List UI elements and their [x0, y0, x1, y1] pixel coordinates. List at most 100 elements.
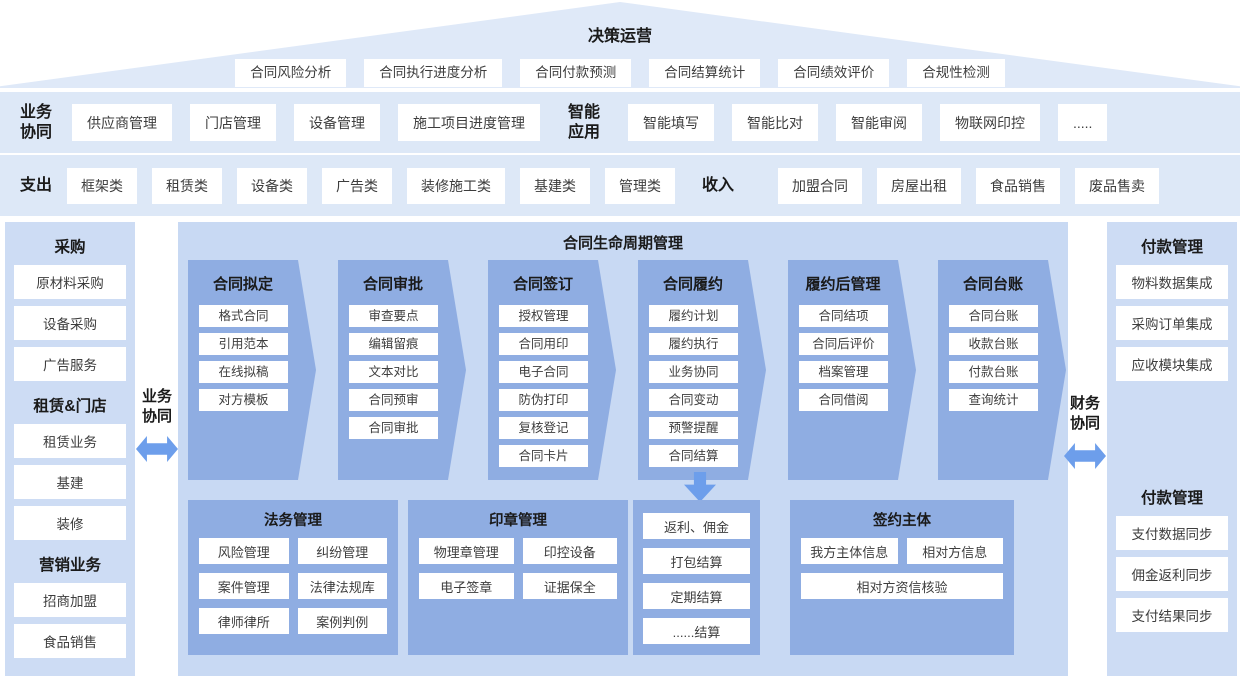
smart-app-box: 物联网印控 [940, 104, 1040, 141]
income-box: 房屋出租 [877, 167, 962, 204]
legal-box: 法律法规库 [297, 573, 387, 599]
sidebar-section: 付款管理 支付数据同步佣金返利同步支付结果同步 [1107, 473, 1237, 632]
stage-title: 合同履约 [662, 276, 723, 293]
stage-box: 履约执行 [649, 333, 738, 355]
decision-box: 合同付款预测 [520, 59, 632, 87]
decision-box: 合同结算统计 [649, 59, 761, 87]
smart-apps-label: 智能应用 [568, 103, 601, 141]
seal-management-box: 印章管理 物理章管理印控设备电子签章证据保全 [408, 500, 628, 655]
signing-entity-box: 签约主体 我方主体信息相对方信息相对方资信核验 [790, 500, 1014, 655]
sidebar-section: 营销业务 招商加盟食品销售 [5, 547, 135, 658]
connector-label: 业务协同 [141, 388, 172, 425]
stage-title: 履约后管理 [805, 276, 881, 293]
purchase-side-panel: 采购 原材料采购设备采购广告服务 租赁&门店 租赁业务基建装修 营销业务 招商加… [5, 222, 135, 676]
stage-box: 审查要点 [349, 305, 438, 327]
settlement-item-box: 返利、佣金 [643, 513, 750, 539]
stage-box: 在线拟稿 [199, 361, 288, 383]
section-title: 租赁&门店 [33, 398, 107, 415]
section-title: 付款管理 [1140, 239, 1203, 256]
collaboration-band: 业务协同 供应商管理门店管理设备管理施工项目进度管理 智能应用 智能填写智能比对… [0, 92, 1240, 153]
section-title: 营销业务 [38, 557, 101, 574]
category-band: 支出 框架类租赁类设备类广告类装修施工类基建类管理类 收入 加盟合同房屋出租食品… [0, 155, 1240, 216]
sidebar-section: 租赁&门店 租赁业务基建装修 [5, 388, 135, 540]
sidebar-box: 装修 [14, 506, 126, 540]
stage-drafting: 合同拟定 格式合同引用范本在线拟稿对方模板 [188, 260, 316, 480]
sidebar-box: 采购订单集成 [1116, 306, 1228, 340]
seal-box: 印控设备 [522, 538, 617, 564]
stage-box: 合同用印 [499, 333, 588, 355]
section-title: 付款管理 [1140, 490, 1203, 507]
box-title: 印章管理 [489, 513, 547, 529]
stage-box: 查询统计 [949, 389, 1038, 411]
finance-collab-connector: 财务协同 [1063, 394, 1107, 469]
sidebar-box: 物料数据集成 [1116, 265, 1228, 299]
stage-title: 合同签订 [512, 276, 573, 293]
stage-box: 合同借阅 [799, 389, 888, 411]
expense-box: 广告类 [322, 167, 393, 204]
sidebar-box: 支付数据同步 [1116, 516, 1228, 550]
stage-box: 复核登记 [499, 417, 588, 439]
stage-box: 业务协同 [649, 361, 738, 383]
stage-box: 格式合同 [199, 305, 288, 327]
stage-box: 编辑留痕 [349, 333, 438, 355]
stage-box: 对方模板 [199, 389, 288, 411]
double-arrow-icon [136, 436, 178, 462]
signing-box: 相对方信息 [906, 538, 1003, 564]
collab-box: 门店管理 [190, 104, 276, 141]
collab-box: 施工项目进度管理 [398, 104, 540, 141]
legal-box: 风险管理 [199, 538, 289, 564]
section-title: 采购 [54, 239, 86, 256]
income-box: 食品销售 [976, 167, 1061, 204]
legal-management-box: 法务管理 风险管理纠纷管理案件管理法律法规库律师律所案例判例 [188, 500, 398, 655]
lifecycle-title: 合同生命周期管理 [562, 235, 683, 252]
sidebar-box: 支付结果同步 [1116, 598, 1228, 632]
expense-label: 支出 [20, 176, 53, 194]
stage-box: 履约计划 [649, 305, 738, 327]
smart-app-box: 智能审阅 [836, 104, 922, 141]
stage-box: 合同卡片 [499, 445, 588, 467]
sidebar-box: 基建 [14, 465, 126, 499]
expense-box: 框架类 [67, 167, 138, 204]
stage-title: 合同审批 [362, 276, 423, 293]
expense-boxes: 框架类租赁类设备类广告类装修施工类基建类管理类 [52, 167, 676, 204]
sidebar-box: 原材料采购 [14, 265, 126, 299]
stage-title: 合同台账 [962, 276, 1023, 293]
decision-box: 合规性检测 [907, 59, 1005, 87]
stage-signing: 合同签订 授权管理合同用印电子合同防伪打印复核登记合同卡片 [488, 260, 616, 480]
stage-box: 电子合同 [499, 361, 588, 383]
sidebar-box: 广告服务 [14, 347, 126, 381]
seal-box: 证据保全 [522, 573, 617, 599]
sidebar-box: 租赁业务 [14, 424, 126, 458]
sidebar-section: 采购 原材料采购设备采购广告服务 [5, 222, 135, 381]
decision-item-row: 合同风险分析合同执行进度分析合同付款预测合同结算统计合同绩效评价合规性检测 [0, 59, 1240, 87]
stage-post-performance: 履约后管理 合同结项合同后评价档案管理合同借阅 [788, 260, 916, 480]
stage-box: 合同审批 [349, 417, 438, 439]
sidebar-box: 应收模块集成 [1116, 347, 1228, 381]
stage-box: 合同结项 [799, 305, 888, 327]
sidebar-section: 付款管理 物料数据集成采购订单集成应收模块集成 [1107, 222, 1237, 381]
stage-box: 授权管理 [499, 305, 588, 327]
decision-box: 合同绩效评价 [778, 59, 890, 87]
collab-business-boxes: 供应商管理门店管理设备管理施工项目进度管理 [54, 104, 540, 141]
collab-box: 设备管理 [294, 104, 380, 141]
stage-box: 付款台账 [949, 361, 1038, 383]
business-collab-connector: 业务协同 [135, 387, 179, 462]
legal-box: 律师律所 [199, 608, 289, 634]
settlement-box: 返利、佣金打包结算定期结算......结算 [633, 500, 760, 655]
stage-box: 文本对比 [349, 361, 438, 383]
signing-box: 相对方资信核验 [801, 573, 1003, 599]
smart-app-box: 智能填写 [628, 104, 714, 141]
stage-box: 引用范本 [199, 333, 288, 355]
stage-approval: 合同审批 审查要点编辑留痕文本对比合同预审合同审批 [338, 260, 466, 480]
stage-box: 收款台账 [949, 333, 1038, 355]
payment-side-panel: 付款管理 物料数据集成采购订单集成应收模块集成 付款管理 支付数据同步佣金返利同… [1107, 222, 1237, 676]
sidebar-box: 招商加盟 [14, 583, 126, 617]
expense-box: 装修施工类 [407, 167, 506, 204]
sidebar-box: 食品销售 [14, 624, 126, 658]
legal-box: 纠纷管理 [297, 538, 387, 564]
legal-box: 案例判例 [297, 608, 387, 634]
legal-box: 案件管理 [199, 573, 289, 599]
main-area: 采购 原材料采购设备采购广告服务 租赁&门店 租赁业务基建装修 营销业务 招商加… [0, 222, 1240, 676]
settlement-item-box: 打包结算 [643, 548, 750, 574]
